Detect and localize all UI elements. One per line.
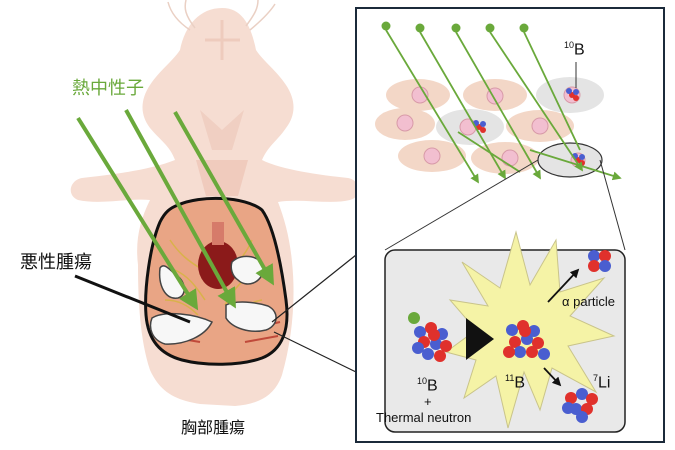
neutron-arrow (523, 31, 581, 151)
zoom-line (384, 159, 539, 251)
b11-label: 11B (505, 373, 526, 392)
cell-nucleus (531, 117, 549, 135)
highlighted-cancer-cell (537, 142, 603, 178)
connector-line (271, 254, 357, 323)
b10-label: 10B (417, 376, 438, 395)
b10-nucleus (412, 322, 452, 362)
boron-cluster-small (566, 88, 579, 101)
neutron-arrow (455, 31, 541, 180)
alpha-direction-arrow (547, 268, 580, 303)
neutron-arrow (173, 111, 274, 286)
alpha-particle-label: α particle (562, 294, 616, 309)
neutron-arrow (489, 31, 583, 172)
neutron-dot (415, 23, 425, 33)
neutron-arrow (124, 109, 236, 309)
thermal-neutron-en-label: Thermal neutron (376, 410, 472, 425)
zoom-line (599, 159, 626, 251)
cell-cluster (375, 77, 604, 178)
neutron-arrow (385, 29, 479, 184)
mouse-snout-detail (205, 20, 240, 60)
plus-sign: + (424, 394, 432, 409)
heart-organ (198, 241, 238, 289)
mouse-head-shade (200, 110, 244, 150)
li7-label: 7Li (593, 373, 611, 392)
incident-arrowhead (466, 318, 494, 360)
trachea (212, 222, 224, 245)
malignant-tumor-label: 悪性腫瘍 (20, 252, 92, 273)
neutron-dot (451, 23, 461, 33)
boron-cluster-small (473, 120, 486, 133)
cell-nucleus (423, 147, 441, 165)
connector-line (273, 331, 357, 373)
neutron-dot (381, 21, 391, 31)
neutron-beam-arrows (76, 109, 274, 311)
tumor-pointer-line (74, 274, 191, 324)
cell-nucleus (501, 149, 519, 167)
thermal-neutron-particle (408, 312, 420, 324)
chest-tumor-region (144, 196, 289, 366)
tumor-bottom-left (149, 312, 214, 345)
panel-neutron-arrows (381, 21, 622, 184)
neutron-arrow (529, 149, 622, 181)
alpha-particle-nucleus (588, 250, 611, 272)
neutron-dot (485, 23, 495, 33)
cell-nucleus (396, 114, 414, 132)
li7-direction-arrow (543, 367, 562, 387)
li7-nucleus (562, 388, 598, 423)
detail-panel (355, 7, 665, 443)
b11-nucleus (503, 320, 550, 360)
neutron-arrow (457, 131, 521, 173)
tumor-right-bottom (225, 301, 277, 332)
neutron-arrow (76, 116, 199, 311)
thermal-neutron-jp-label: 熱中性子 (72, 78, 144, 99)
chest-tumor-label: 胸部腫瘍 (181, 418, 246, 437)
b10-top-label: 10B (564, 40, 585, 59)
neutron-dot (519, 23, 529, 33)
mouse-whiskers (167, 0, 276, 31)
